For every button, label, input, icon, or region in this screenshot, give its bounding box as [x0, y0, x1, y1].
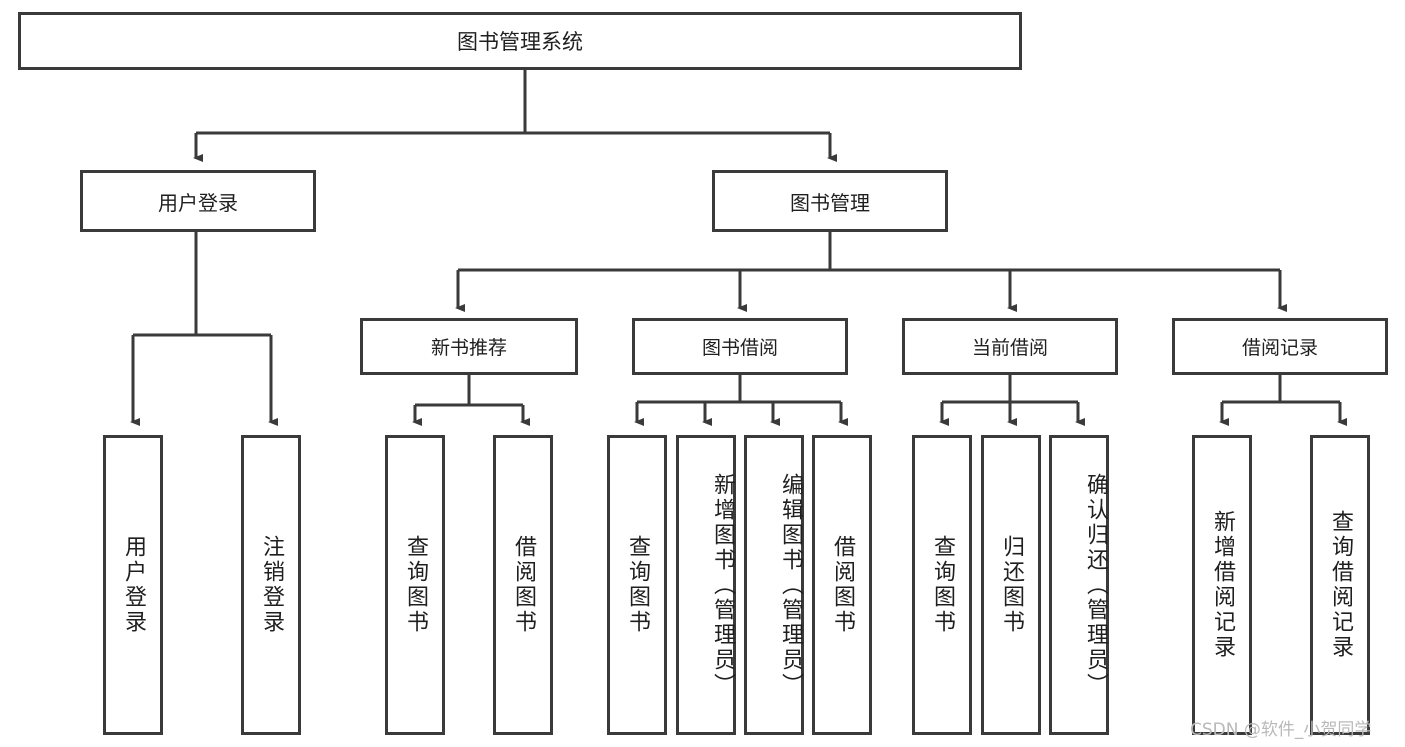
- leaf-query-book-current[interactable]: 查询图书: [912, 435, 972, 735]
- node-current-borrow[interactable]: 当前借阅: [902, 318, 1118, 375]
- node-book-management[interactable]: 图书管理: [712, 170, 948, 232]
- leaf-borrow-book[interactable]: 借阅图书: [812, 435, 872, 735]
- node-label: 当前借阅: [971, 337, 1048, 359]
- node-label: 查询图书: [625, 535, 650, 635]
- node-label: 借阅图书: [511, 535, 536, 635]
- node-label: 注销登录: [259, 535, 284, 635]
- node-label: 查询图书: [403, 535, 428, 635]
- node-new-book-recommend[interactable]: 新书推荐: [360, 318, 578, 375]
- node-label: 编辑图书（管理员）: [778, 472, 803, 698]
- node-label: 图书借阅: [701, 337, 778, 359]
- leaf-add-book-admin[interactable]: 新增图书（管理员）: [676, 435, 736, 735]
- leaf-user-login[interactable]: 用户登录: [103, 435, 163, 735]
- leaf-query-book-recommend[interactable]: 查询图书: [385, 435, 445, 735]
- watermark-text: CSDN @软件_小贺同学: [1190, 720, 1372, 740]
- node-book-management-system[interactable]: 图书管理系统: [18, 12, 1022, 70]
- node-book-borrow[interactable]: 图书借阅: [632, 318, 848, 375]
- node-label: 用户登录: [121, 535, 146, 635]
- node-label: 用户登录: [158, 190, 238, 215]
- leaf-confirm-return-admin[interactable]: 确认归还（管理员）: [1049, 435, 1109, 735]
- node-label: 图书管理: [790, 190, 870, 215]
- node-borrow-record[interactable]: 借阅记录: [1172, 318, 1388, 375]
- leaf-borrow-book-recommend[interactable]: 借阅图书: [493, 435, 553, 735]
- node-label: 新书推荐: [430, 337, 507, 359]
- node-user-login[interactable]: 用户登录: [80, 170, 316, 232]
- node-label: 归还图书: [999, 535, 1024, 635]
- node-label: 查询图书: [930, 535, 955, 635]
- node-label: 新增图书（管理员）: [710, 472, 735, 698]
- leaf-query-book-borrow[interactable]: 查询图书: [607, 435, 667, 735]
- node-label: 借阅图书: [830, 535, 855, 635]
- leaf-edit-book-admin[interactable]: 编辑图书（管理员）: [744, 435, 804, 735]
- leaf-return-book[interactable]: 归还图书: [981, 435, 1041, 735]
- node-label: 借阅记录: [1241, 337, 1318, 359]
- node-label: 确认归还（管理员）: [1083, 472, 1108, 698]
- node-label: 新增借阅记录: [1210, 510, 1235, 660]
- leaf-add-borrow-record[interactable]: 新增借阅记录: [1192, 435, 1252, 735]
- leaf-logout-login[interactable]: 注销登录: [241, 435, 301, 735]
- node-label: 图书管理系统: [457, 30, 583, 54]
- leaf-query-borrow-record[interactable]: 查询借阅记录: [1310, 435, 1370, 735]
- node-label: 查询借阅记录: [1328, 510, 1353, 660]
